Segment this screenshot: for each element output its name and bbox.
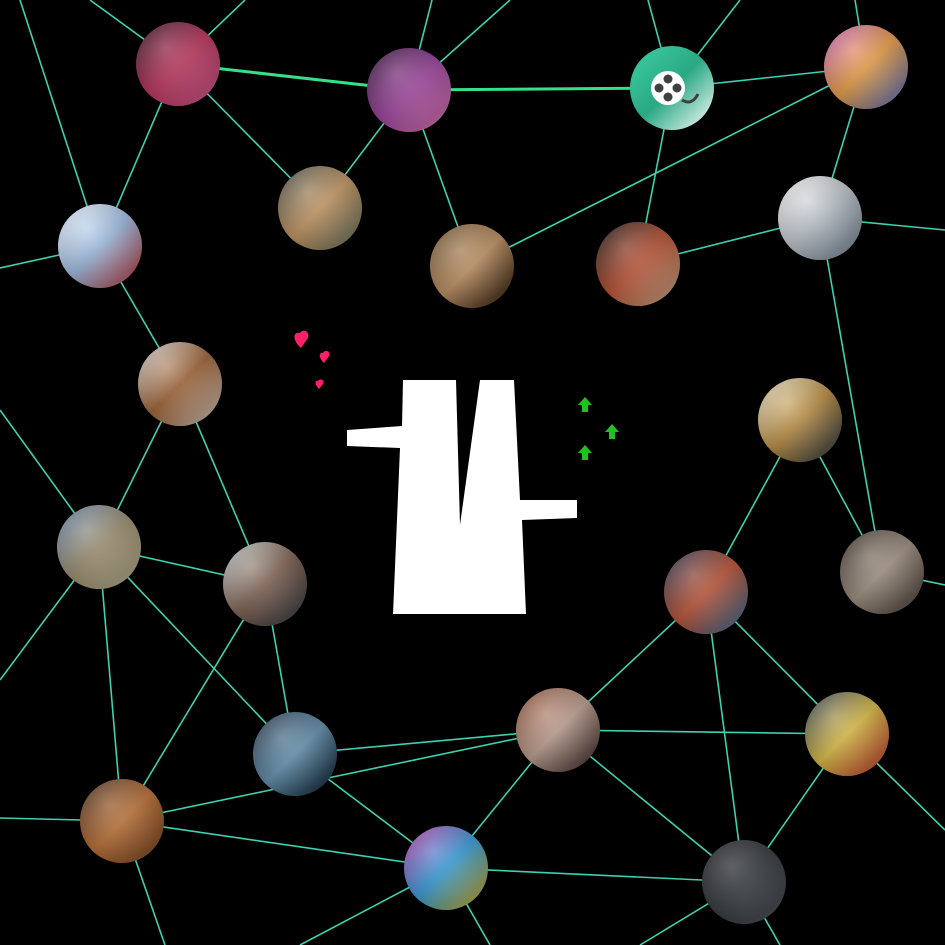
connection-line	[121, 583, 266, 822]
node-shading	[596, 222, 680, 306]
film-reel-icon	[651, 71, 700, 105]
node-shading	[778, 176, 862, 260]
arrow-up-icon	[605, 424, 619, 439]
node-shading	[516, 688, 600, 772]
node-desk[interactable]	[778, 176, 862, 260]
node-cat[interactable]	[138, 342, 222, 426]
node-engine[interactable]	[840, 530, 924, 614]
node-flowers[interactable]	[596, 222, 680, 306]
node-shading	[136, 22, 220, 106]
center-logo	[347, 380, 577, 614]
connection-line	[98, 546, 123, 822]
heart-icon	[294, 330, 309, 348]
connection-line	[98, 546, 296, 755]
node-code[interactable]	[253, 712, 337, 796]
node-holi[interactable]	[824, 25, 908, 109]
node-anime[interactable]	[58, 204, 142, 288]
connection-line	[705, 591, 745, 883]
connection-line	[445, 867, 745, 883]
image-nodes	[57, 22, 924, 924]
node-shading	[367, 48, 451, 132]
logo-shape	[347, 380, 577, 614]
node-office[interactable]	[223, 542, 307, 626]
node-night[interactable]	[702, 840, 786, 924]
node-doodle[interactable]	[805, 692, 889, 776]
connection-line	[819, 217, 883, 573]
node-shading	[664, 550, 748, 634]
node-shading	[824, 25, 908, 109]
connection-line	[408, 86, 673, 92]
node-circuit[interactable]	[664, 550, 748, 634]
node-shading	[430, 224, 514, 308]
connection-line	[471, 66, 867, 267]
heart-icon	[315, 379, 324, 389]
node-dog[interactable]	[278, 166, 362, 250]
node-shading	[138, 342, 222, 426]
heart-icon	[319, 350, 330, 363]
arrow-up-icon	[578, 445, 592, 460]
node-dancer[interactable]	[136, 22, 220, 106]
node-shading	[80, 779, 164, 863]
node-shading	[223, 542, 307, 626]
node-shading	[253, 712, 337, 796]
node-shading	[840, 530, 924, 614]
node-film[interactable]	[630, 46, 714, 130]
node-angkor[interactable]	[57, 505, 141, 589]
node-shading	[278, 166, 362, 250]
node-reader[interactable]	[80, 779, 164, 863]
node-arch[interactable]	[758, 378, 842, 462]
floating-hearts	[294, 330, 330, 389]
node-roses[interactable]	[404, 826, 488, 910]
connection-line	[557, 729, 848, 735]
node-shading	[404, 826, 488, 910]
node-plasma[interactable]	[367, 48, 451, 132]
connection-line	[294, 729, 559, 755]
connection-line	[19, 0, 101, 247]
node-shading	[58, 204, 142, 288]
node-shading	[758, 378, 842, 462]
node-leo[interactable]	[430, 224, 514, 308]
node-forest[interactable]	[516, 688, 600, 772]
node-shading	[805, 692, 889, 776]
node-shading	[57, 505, 141, 589]
arrow-up-icon	[578, 397, 592, 412]
node-shading	[702, 840, 786, 924]
connection-line	[121, 729, 559, 822]
upvote-arrows	[578, 397, 619, 460]
connection-line	[121, 820, 447, 869]
